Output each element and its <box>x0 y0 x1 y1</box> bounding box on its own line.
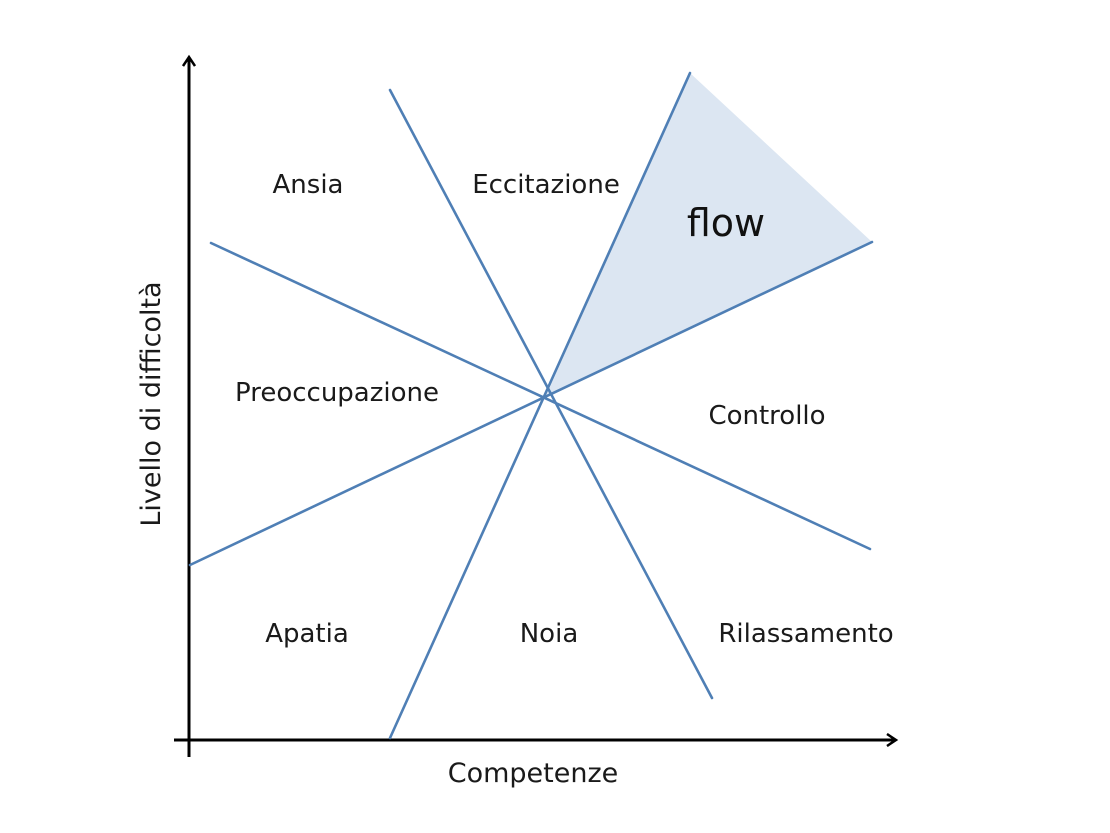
region-label-preoccupazione: Preoccupazione <box>235 378 439 408</box>
region-label-apatia: Apatia <box>265 619 349 649</box>
y-axis-title: Livello di difficoltà <box>136 281 167 526</box>
divider-line-shallow-down <box>209 241 872 551</box>
x-axis-title: Competenze <box>448 758 619 789</box>
region-label-flow: flow <box>687 201 765 245</box>
region-label-eccitazione: Eccitazione <box>472 170 620 200</box>
region-label-rilassamento: Rilassamento <box>718 619 893 649</box>
region-label-noia: Noia <box>520 619 579 649</box>
region-label-controllo: Controllo <box>708 401 825 431</box>
flow-region-fill <box>546 73 872 396</box>
divider-line-steep-up <box>388 71 692 740</box>
region-label-ansia: Ansia <box>273 170 344 200</box>
divider-line-shallow-up <box>188 240 874 567</box>
